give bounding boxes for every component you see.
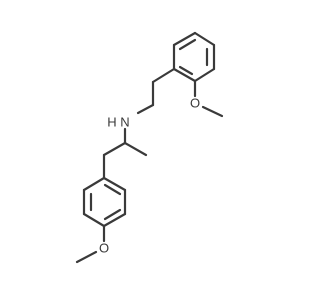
ch-ch2-bond xyxy=(102,141,127,157)
lower-ring-top-right-bond-inner xyxy=(103,183,122,196)
upper-o-methyl-bond xyxy=(201,105,224,118)
lower-ring-top-left-bond xyxy=(82,176,106,192)
lower-oxygen-label: O xyxy=(99,240,109,255)
bond-layer xyxy=(75,31,224,264)
amine-hydrogen-label: H xyxy=(107,114,116,129)
ring-top-right-bond xyxy=(193,31,216,47)
molecule-canvas: N H O O xyxy=(75,31,224,264)
amine-nitrogen-label: N xyxy=(120,114,129,129)
ring-top-bond-inner xyxy=(178,38,197,51)
aryl-ch2-bond xyxy=(151,67,176,84)
structure-diagram: N H O O xyxy=(75,31,224,264)
lower-ring-top-right-bond xyxy=(102,176,127,192)
ring-bottom-left-bond-inner xyxy=(178,65,194,76)
lower-ring-bottom-left-bond xyxy=(82,212,106,228)
upper-oxygen-label: O xyxy=(190,95,200,110)
ch2-n-bond xyxy=(136,103,155,115)
ch-methyl-bond xyxy=(123,141,148,157)
ring-top-bond xyxy=(172,31,197,47)
ring-bottom-left-bond xyxy=(172,67,197,83)
ring-bottom-right-bond xyxy=(193,67,216,83)
lower-ring-bottom-right-bond-inner xyxy=(103,208,122,221)
lower-o-methyl-bond xyxy=(75,250,98,264)
lower-ring-bottom-right-bond xyxy=(102,212,127,228)
atom-label-layer: N H O O xyxy=(99,95,200,255)
